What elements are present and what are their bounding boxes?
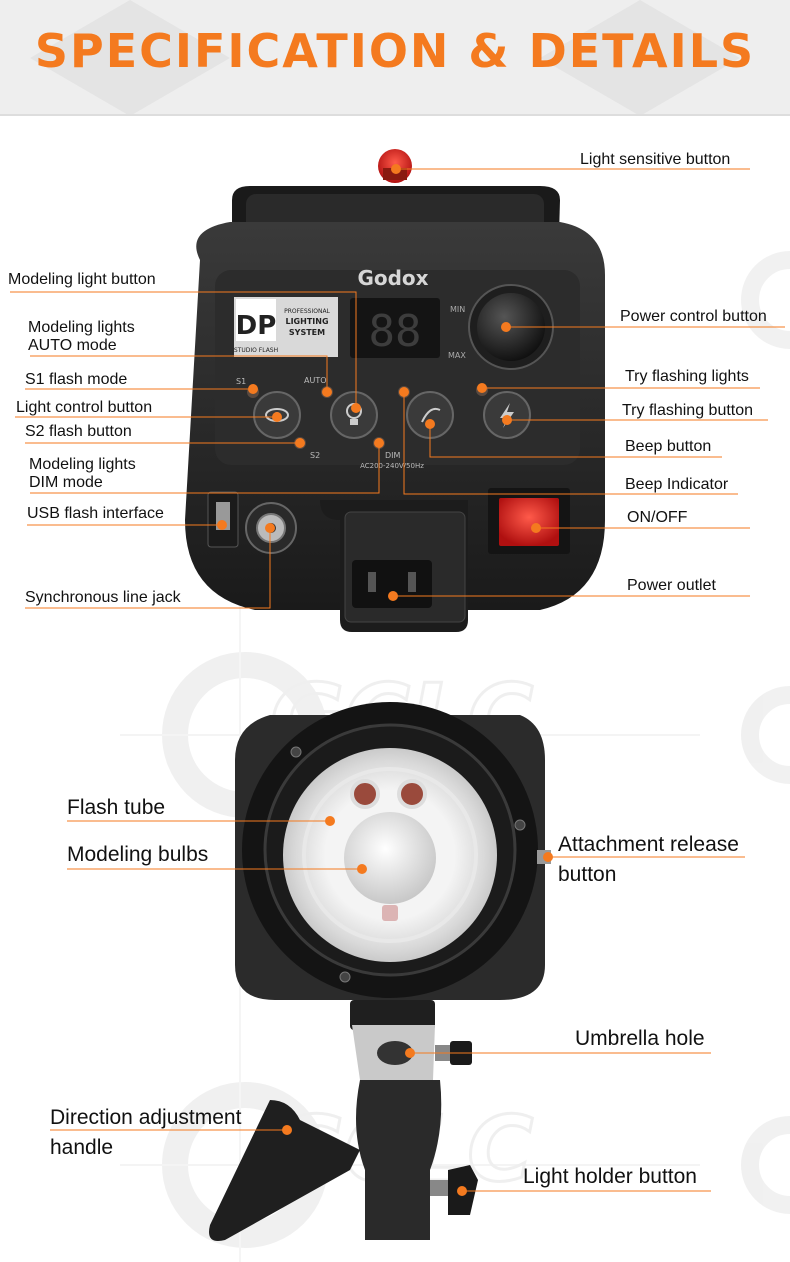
label-umbrella-hole: Umbrella hole: [575, 1027, 705, 1050]
label-power-control-button: Power control button: [620, 308, 767, 325]
label-s1-flash-mode: S1 flash mode: [25, 371, 128, 388]
label-usb-flash-interface: USB flash interface: [27, 505, 164, 522]
digital-display: [350, 298, 440, 358]
callout-dot-on-off: [531, 523, 541, 533]
callout-dot-direction-handle: [282, 1125, 292, 1135]
header-banner: SPECIFICATION & DETAILS: [0, 0, 790, 116]
callout-line-dim-mode: [30, 443, 380, 494]
callout-dot-auto-mode: [322, 387, 332, 397]
callout-dot-dim-mode: [374, 438, 384, 448]
umbrella-hole[interactable]: [377, 1041, 413, 1065]
s1-text: S1: [236, 377, 246, 386]
callout-line-beep-button: [429, 424, 722, 458]
callout-line-sync-jack: [25, 528, 271, 609]
flash-unit-back: Godox DP PROFESSIONAL LIGHTING SYSTEM ST…: [185, 149, 605, 632]
label-light-sensitive-button: Light sensitive button: [580, 151, 731, 168]
label-light-control-button: Light control button: [16, 399, 153, 416]
dial-max-label: MAX: [448, 351, 466, 360]
callout-dot-light-holder: [457, 1186, 467, 1196]
callout-dot-umbrella-hole: [405, 1048, 415, 1058]
modeling-bulb-dome: [344, 812, 436, 904]
callout-line-modeling-light: [10, 291, 357, 408]
label-direction-adjustment-handle: Direction adjustment handle: [50, 1106, 242, 1159]
callout-lines: [10, 168, 785, 1192]
callout-dot-light-sensitive: [391, 164, 401, 174]
callout-dot-light-control: [272, 412, 282, 422]
label-modeling-lights-auto-mode: Modeling lights AUTO mode: [28, 319, 135, 355]
label-flash-tube: Flash tube: [67, 796, 166, 819]
voltage-text: AC200-240V/50Hz: [360, 462, 424, 470]
label-power-outlet: Power outlet: [627, 577, 716, 594]
label-on-off: ON/OFF: [627, 509, 688, 526]
dp-logo: DP: [236, 311, 277, 341]
callout-dot-flash-tube: [325, 816, 335, 826]
callout-dot-power-control: [501, 322, 511, 332]
label-try-flashing-lights: Try flashing lights: [625, 368, 749, 385]
display-digits: 88: [369, 306, 422, 357]
callout-dot-s2: [295, 438, 305, 448]
label-light-holder-button: Light holder button: [523, 1165, 697, 1188]
svg-text:SYSTEM: SYSTEM: [289, 328, 325, 337]
callout-dot-power-outlet: [388, 591, 398, 601]
brand-logo: Godox: [357, 266, 428, 290]
callout-dot-attachment-release: [543, 852, 553, 862]
label-try-flashing-button: Try flashing button: [622, 402, 754, 419]
callout-dot-try-lights: [477, 383, 487, 393]
callout-dot-usb: [217, 520, 227, 530]
label-modeling-bulbs: Modeling bulbs: [67, 843, 209, 866]
callout-dot-modeling-light: [351, 403, 361, 413]
dim-text: DIM: [385, 451, 401, 460]
label-modeling-lights-dim-mode: Modeling lights DIM mode: [29, 456, 136, 492]
svg-text:LIGHTING: LIGHTING: [285, 317, 328, 326]
s2-text: S2: [310, 451, 320, 460]
label-beep-indicator: Beep Indicator: [625, 476, 729, 493]
direction-adjustment-handle[interactable]: [209, 1100, 360, 1241]
label-beep-button: Beep button: [625, 438, 712, 455]
stand-adapter: [356, 1080, 442, 1240]
auto-text: AUTO: [304, 376, 327, 385]
label-synchronous-line-jack: Synchronous line jack: [25, 589, 181, 606]
callout-dot-try-button: [502, 415, 512, 425]
power-switch[interactable]: [499, 498, 559, 546]
page-title: SPECIFICATION & DETAILS: [34, 24, 756, 78]
svg-text:PROFESSIONAL: PROFESSIONAL: [284, 308, 330, 315]
studio-flash-caption: STUDIO FLASH: [234, 347, 278, 354]
label-attachment-release-button: Attachment release button: [558, 833, 739, 886]
flash-unit-front: [209, 702, 551, 1241]
modeling-light-button[interactable]: [330, 391, 378, 439]
callout-dot-beep-indicator: [399, 387, 409, 397]
header-decoration: [0, 0, 790, 116]
dial-min-label: MIN: [450, 305, 465, 314]
callout-dot-modeling-bulbs: [357, 864, 367, 874]
label-s2-flash-button: S2 flash button: [25, 423, 132, 440]
callout-dot-beep-button: [425, 419, 435, 429]
callout-dots: [217, 164, 553, 1196]
callout-line-auto-mode: [30, 355, 328, 392]
callout-line-beep-indicator: [403, 392, 738, 495]
callout-dot-sync-jack: [265, 523, 275, 533]
label-modeling-light-button: Modeling light button: [8, 271, 156, 288]
callout-dot-s1: [248, 384, 258, 394]
